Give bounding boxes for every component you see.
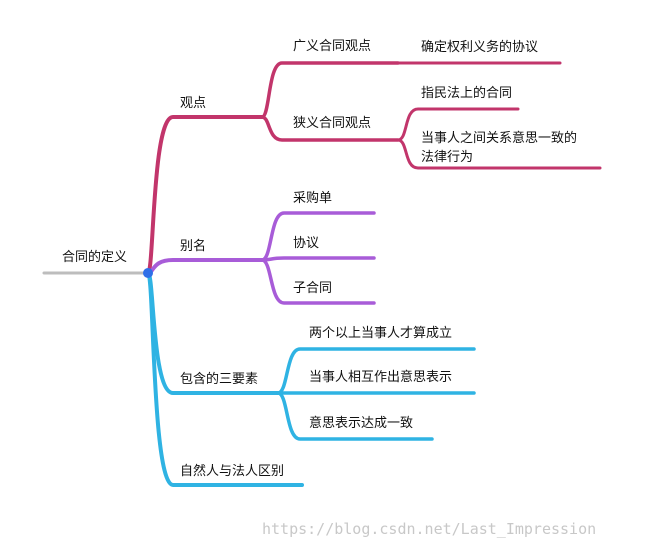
narrow-leaf-label-1-line: 法律行为 <box>421 150 473 165</box>
edge-layer <box>42 61 602 487</box>
alias-label-2-line: 子合同 <box>293 281 332 296</box>
alias-label-0: 采购单 <box>293 190 332 206</box>
alias-label-1: 协议 <box>293 236 319 251</box>
branch-label-0: 观点 <box>180 96 206 111</box>
view-label-1: 狭义合同观点 <box>293 116 371 131</box>
view-edge-1 <box>260 115 400 142</box>
root-label-line: 合同的定义 <box>62 249 127 265</box>
branch-label-3: 自然人与法人区别 <box>180 463 284 479</box>
alias-label-0-line: 采购单 <box>293 190 332 206</box>
view-label-1-line: 狭义合同观点 <box>293 116 371 131</box>
alias-edge-1 <box>260 256 376 262</box>
branch-label-2: 包含的三要素 <box>180 371 258 387</box>
branch-label-1-line: 别名 <box>180 238 206 254</box>
branch-edge-3 <box>146 271 304 487</box>
narrow-leaf-label-0-line: 指民法上的合同 <box>421 85 512 101</box>
element-label-2-line: 意思表示达成一致 <box>309 415 413 431</box>
view-edge-0 <box>260 61 400 119</box>
element-label-1-line: 当事人相互作出意思表示 <box>309 369 452 385</box>
alias-label-2: 子合同 <box>293 281 332 296</box>
element-edge-2 <box>276 391 434 441</box>
branch-edge-0 <box>146 115 264 275</box>
narrow-leaf-edge-1 <box>396 138 602 170</box>
branch-label-3-line: 自然人与法人区别 <box>180 463 284 479</box>
element-label-1: 当事人相互作出意思表示 <box>309 369 452 385</box>
view-label-0: 广义合同观点 <box>293 39 371 54</box>
root-node-dot <box>143 268 153 278</box>
alias-label-1-line: 协议 <box>293 236 319 251</box>
branch-edge-1 <box>146 258 264 275</box>
branch-label-0-line: 观点 <box>180 96 206 111</box>
broad-leaf-label-0-line: 确定权利义务的协议 <box>421 39 538 55</box>
narrow-leaf-edge-0 <box>396 107 520 142</box>
view-label-0-line: 广义合同观点 <box>293 39 371 54</box>
narrow-leaf-label-1: 当事人之间关系意思一致的法律行为 <box>421 130 577 165</box>
element-label-0-line: 两个以上当事人才算成立 <box>309 326 452 341</box>
element-label-2: 意思表示达成一致 <box>309 415 413 431</box>
watermark: https://blog.csdn.net/Last_Impression <box>262 520 596 538</box>
branch-label-2-line: 包含的三要素 <box>180 371 258 387</box>
alias-edge-2 <box>260 258 376 305</box>
element-label-0: 两个以上当事人才算成立 <box>309 326 452 341</box>
narrow-leaf-label-0: 指民法上的合同 <box>421 85 512 101</box>
narrow-leaf-label-1-line: 当事人之间关系意思一致的 <box>421 130 577 146</box>
root-label: 合同的定义 <box>62 249 127 265</box>
broad-leaf-label-0: 确定权利义务的协议 <box>421 39 538 55</box>
branch-label-1: 别名 <box>180 238 206 254</box>
